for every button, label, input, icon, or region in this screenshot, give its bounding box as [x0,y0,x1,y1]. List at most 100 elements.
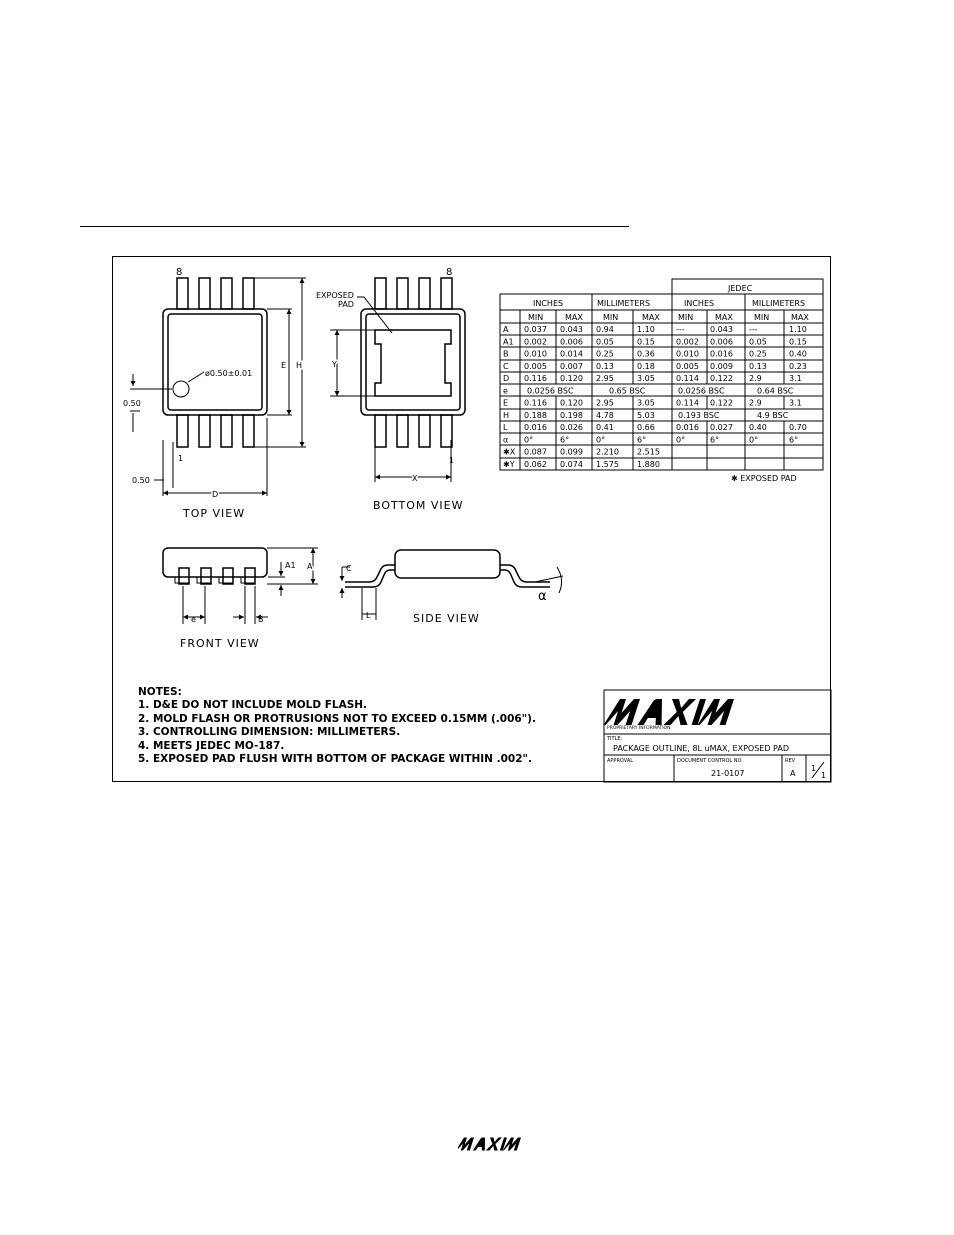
table-cell: 1.10 [789,325,807,334]
table-cell: 0.026 [560,423,583,432]
table-cell: 0.014 [560,350,583,359]
dim-B: B [258,615,264,624]
package-title: PACKAGE OUTLINE, 8L uMAX, EXPOSED PAD [613,744,789,753]
table-cell: 6° [710,435,719,444]
table-cell: 2.9 [749,399,762,408]
dim-A1: A1 [285,561,296,570]
footer-logo [458,1137,521,1151]
table-cell: 0.116 [524,374,547,383]
table-cell: 0.062 [524,460,547,469]
table-cell: 0.188 [524,411,547,420]
table-cell: 0° [596,435,605,444]
table-cell: 0.037 [524,325,547,334]
dim-Y: Y [331,360,337,369]
table-cell: 0° [749,435,758,444]
title-block: PROPRIETARY INFORMATION TITLE: PACKAGE O… [603,689,832,783]
table-cell: 0.010 [524,350,547,359]
table-cell: 6° [789,435,798,444]
table-cell: 0.006 [710,337,733,346]
table-row-symbol: A [503,325,509,334]
table-cell: 0.23 [789,362,807,371]
top-view: ø0.50±0.01 8 1 0.50 0.50 D E H TOP VIEW [123,267,306,520]
dim-L: L [366,611,371,620]
table-row-symbol: B [503,350,509,359]
table-cell: 0.099 [560,448,583,457]
table-group-jedec-mm: MILLIMETERS [752,299,805,308]
note-item: 3. CONTROLLING DIMENSION: MILLIMETERS. [138,726,401,739]
sheet-den: 1 [821,771,826,780]
table-cell: 0.114 [676,374,699,383]
top-view-title: TOP VIEW [182,507,245,520]
table-group-inches: INCHES [533,299,563,308]
table-group-mm: MILLIMETERS [597,299,650,308]
table-cell: 6° [637,435,646,444]
header-rule [80,226,629,227]
table-cell: 0.36 [637,350,655,359]
table-cell: 0.043 [560,325,583,334]
bottom-view: 8 1 EXPOSED PAD Y X BOTTOM VIEW [316,267,466,512]
table-cell: 0.005 [524,362,547,371]
note-item: 4. MEETS JEDEC MO-187. [138,739,285,752]
table-cell: 0.65 BSC [609,386,646,395]
table-cell: --- [749,325,758,334]
table-cell: 0.006 [560,337,583,346]
table-cell: 0.002 [676,337,699,346]
dimension-table: JEDEC INCHES MILLIMETERS INCHES MILLIMET… [499,278,824,483]
table-cell: 0.122 [710,374,733,383]
dim-alpha: α [538,589,547,604]
table-cell: 3.05 [637,374,655,383]
table-cell: 0.13 [749,362,767,371]
bottom-view-title: BOTTOM VIEW [373,499,464,512]
table-cell: 0.007 [560,362,583,371]
dim-H: H [296,361,302,370]
hole-label: ø0.50±0.01 [205,369,252,378]
table-cell: 0.66 [637,423,655,432]
table-row-symbol: α [503,435,508,444]
table-cell: 0.25 [596,350,614,359]
table-cell: 0.94 [596,325,614,334]
subhead: MIN [603,313,618,322]
table-cell: 0.40 [749,423,767,432]
table-cell: 0° [676,435,685,444]
table-cell: 3.1 [789,399,802,408]
dim-050-b: 0.50 [132,476,150,485]
table-cell: 0° [524,435,533,444]
table-row-symbol: e [503,386,508,395]
table-row-symbol: A1 [503,337,514,346]
approval-label: APPROVAL [607,758,633,764]
proprietary-label: PROPRIETARY INFORMATION [607,725,670,731]
table-cell: 2.210 [596,448,619,457]
notes-heading: NOTES: [138,686,182,698]
pin1-top-label: 1 [178,454,183,463]
table-cell: 0.027 [710,423,733,432]
dim-D: D [212,490,218,499]
dim-E: E [281,361,286,370]
subhead: MAX [715,313,733,322]
title-label: TITLE: [606,736,623,742]
note-item: 1. D&E DO NOT INCLUDE MOLD FLASH. [138,699,368,712]
table-cell: 3.1 [789,374,802,383]
dim-e: e [191,615,196,624]
table-cell: 0.120 [560,374,583,383]
table-cell: 0.114 [676,399,699,408]
pin8-bottom-label: 8 [446,267,452,278]
table-row-symbol: H [503,411,509,420]
side-view-title: SIDE VIEW [413,612,480,625]
table-cell: 0.043 [710,325,733,334]
table-cell: 0.64 BSC [757,386,794,395]
table-cell: 0.193 BSC [678,411,720,420]
table-cell: 6° [560,435,569,444]
table-cell: 0.15 [637,337,655,346]
table-jedec: JEDEC [727,284,753,293]
table-cell: 0.005 [676,362,699,371]
dim-C: C [346,564,352,573]
table-cell: 1.880 [637,460,660,469]
sheet-num: 1 [811,764,816,773]
table-cell: 4.9 BSC [757,411,789,420]
pin8-top-label: 8 [176,267,182,278]
dim-050-a: 0.50 [123,399,141,408]
table-cell: 0.13 [596,362,614,371]
table-row-symbol: ✱Y [503,460,515,469]
table-cell: 0.016 [524,423,547,432]
